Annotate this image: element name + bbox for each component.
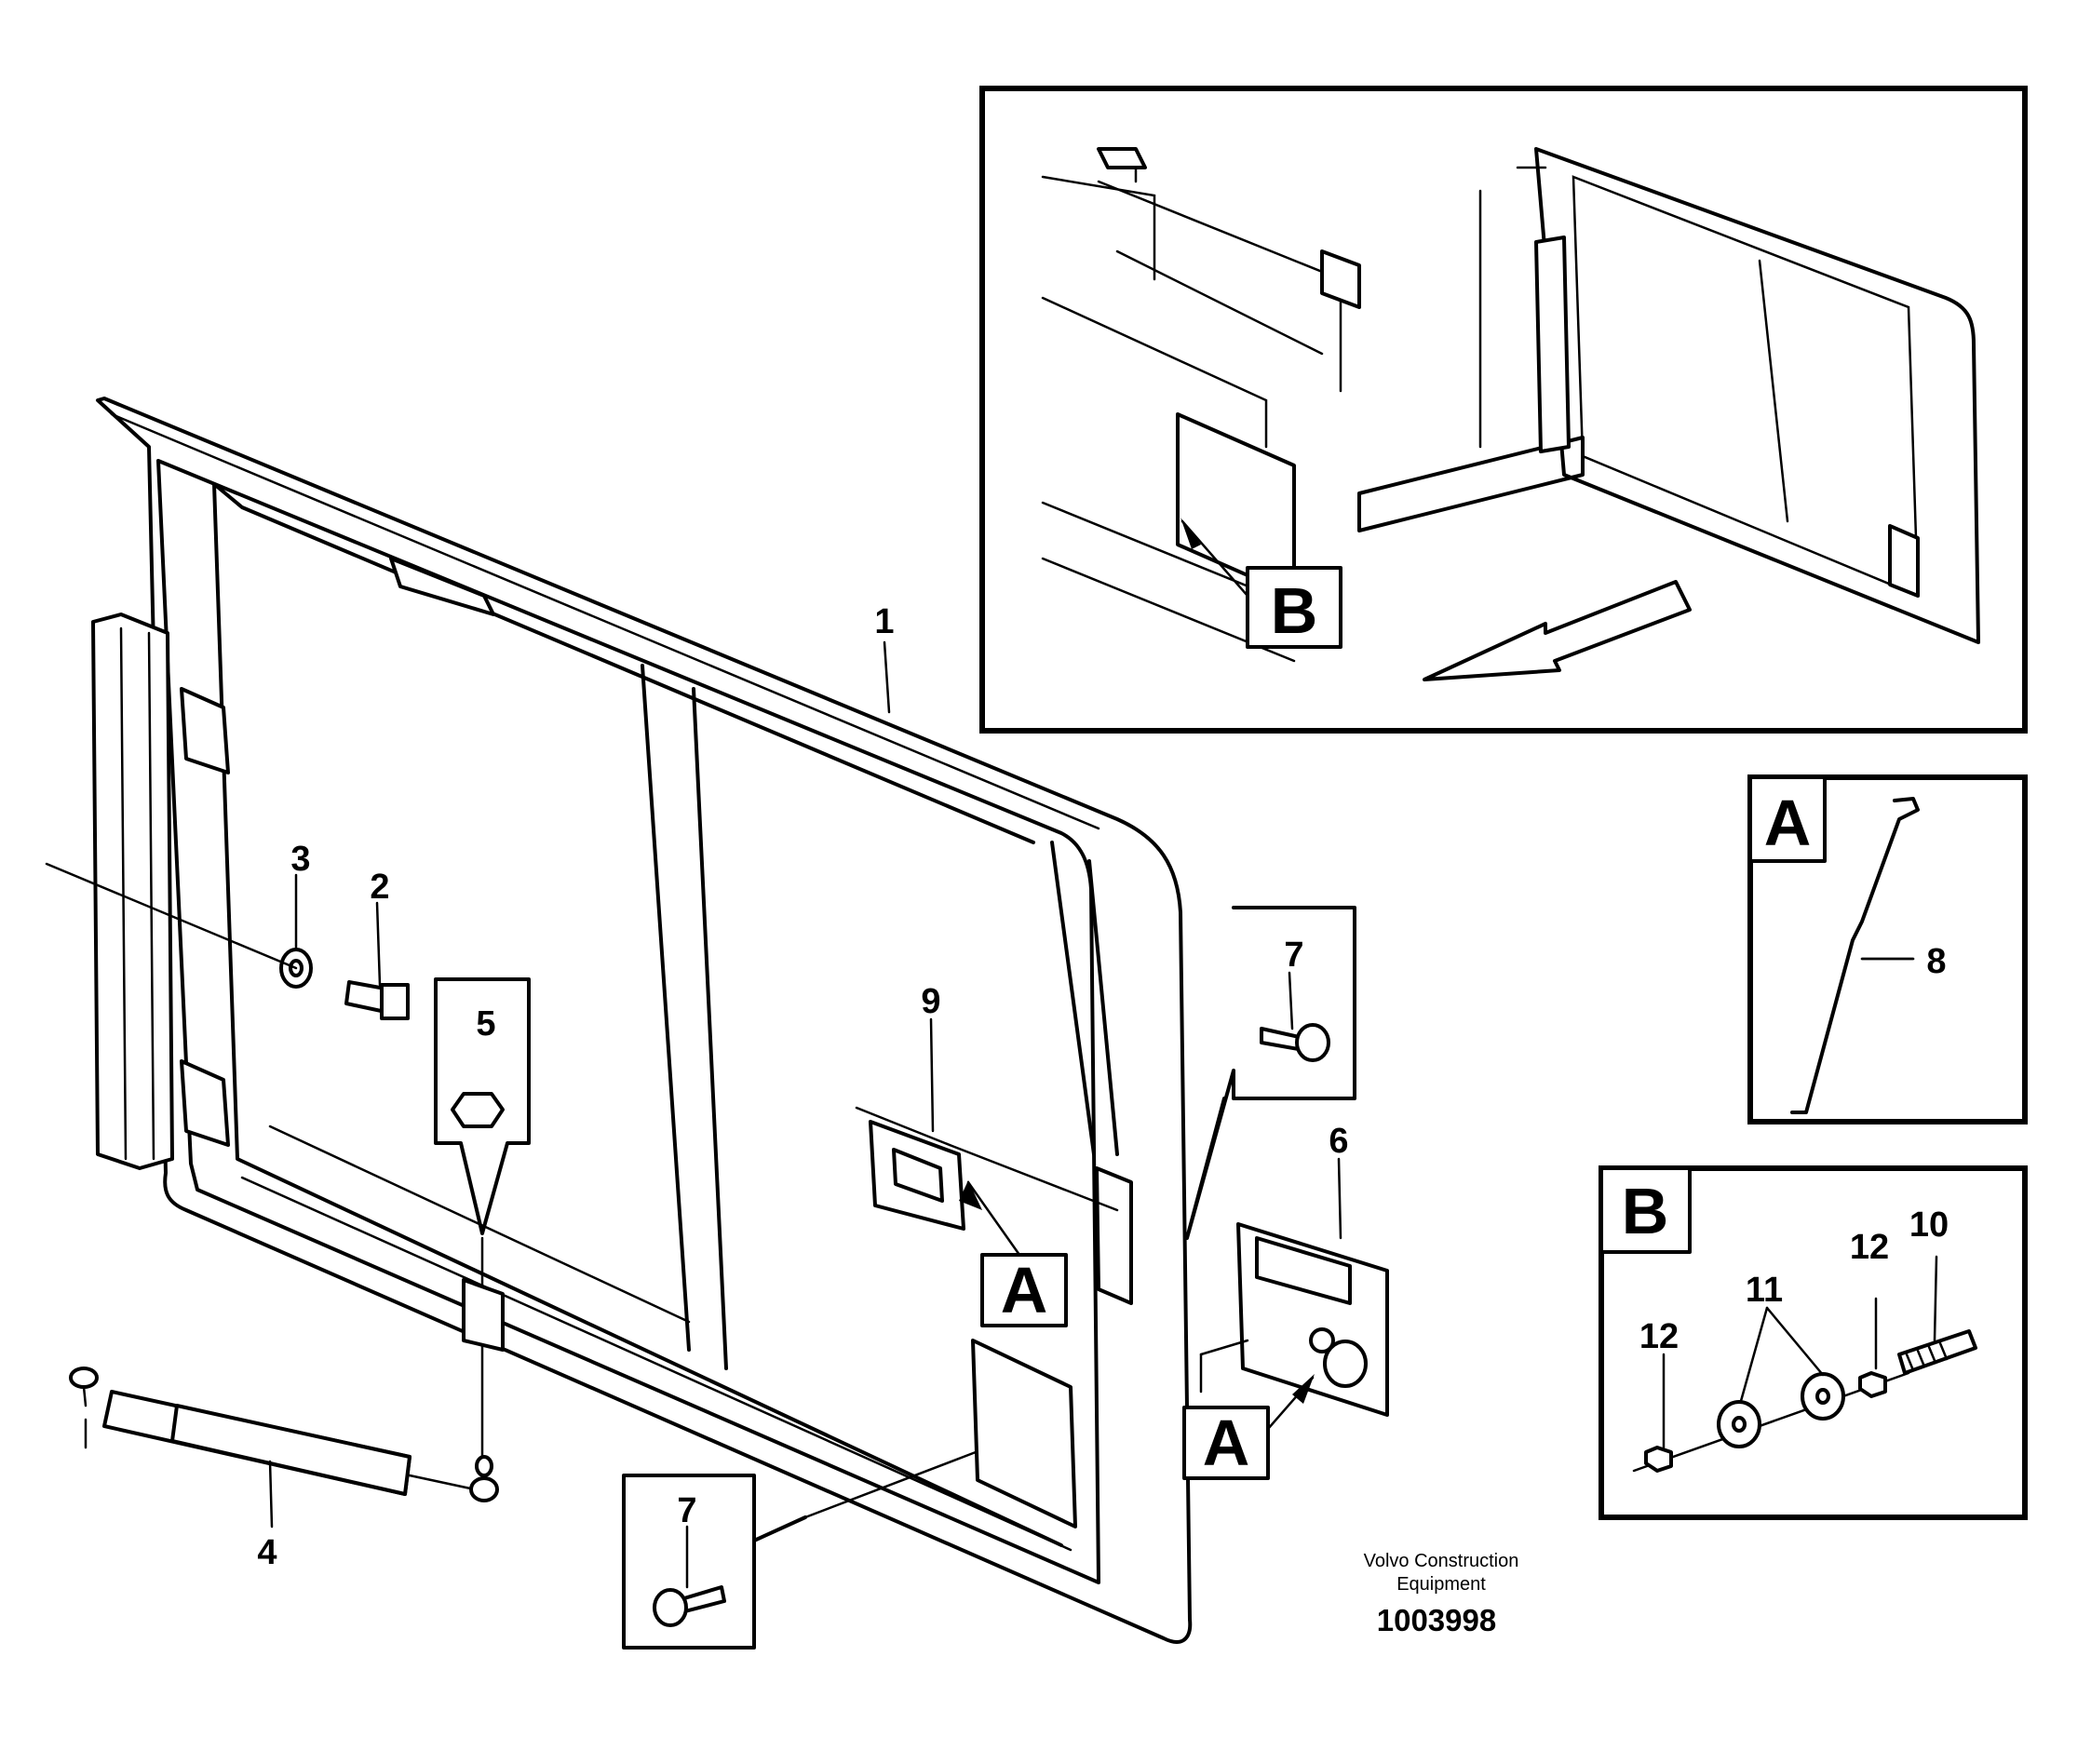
credit-line-1: Volvo Construction (1364, 1551, 1519, 1571)
inset-overview-frame (979, 86, 2028, 734)
callout-1: 1 (874, 602, 894, 641)
detail-tag-a-box: A (1764, 787, 1812, 859)
detail-a-box (1747, 774, 2028, 1124)
hinge-bolt-leader (45, 862, 298, 970)
screw-part-7-lower-callout (622, 1450, 978, 1650)
publisher-credit: Volvo Construction Equipment 1003998 (1364, 1551, 1519, 1637)
callout-7-lower: 7 (677, 1491, 696, 1530)
bolt-part-2 (344, 980, 410, 1020)
callout-leaders (268, 640, 1915, 1589)
detail-tag-a-2: A (1203, 1407, 1250, 1479)
callout-9: 9 (921, 982, 940, 1021)
detail-b-box (1599, 1165, 2028, 1520)
callout-8: 8 (1926, 942, 1946, 981)
callout-10: 10 (1909, 1205, 1949, 1245)
callout-12-right: 12 (1850, 1228, 1889, 1267)
callout-5: 5 (476, 1004, 495, 1044)
callout-4: 4 (257, 1533, 277, 1572)
detail-tag-a-1: A (1001, 1254, 1048, 1326)
credit-line-2: Equipment (1396, 1574, 1486, 1595)
detail-tags: A A B A B (1001, 574, 1812, 1479)
gas-strut-part-4 (69, 1367, 499, 1502)
lock-part-6 (1199, 1222, 1389, 1417)
figure-reference-number: 1003998 (1377, 1603, 1496, 1637)
latch-part-9 (855, 1106, 1119, 1231)
callout-11: 11 (1746, 1271, 1783, 1310)
detail-a-marker-2 (1182, 1374, 1315, 1480)
detail-tag-b-inset: B (1271, 574, 1318, 647)
callout-2: 2 (370, 868, 389, 907)
callout-3: 3 (290, 840, 310, 879)
detail-a-marker-1 (959, 1180, 1068, 1327)
callout-12-left: 12 (1639, 1317, 1679, 1356)
nut-part-5-callout (434, 977, 531, 1477)
screw-part-7-upper-callout (1185, 906, 1356, 1240)
detail-tag-b-box: B (1622, 1175, 1669, 1247)
callout-6: 6 (1329, 1122, 1348, 1161)
callout-numbers: 1 2 3 4 5 6 7 7 8 9 10 11 12 12 (257, 602, 1949, 1572)
callout-7-upper: 7 (1284, 936, 1303, 975)
